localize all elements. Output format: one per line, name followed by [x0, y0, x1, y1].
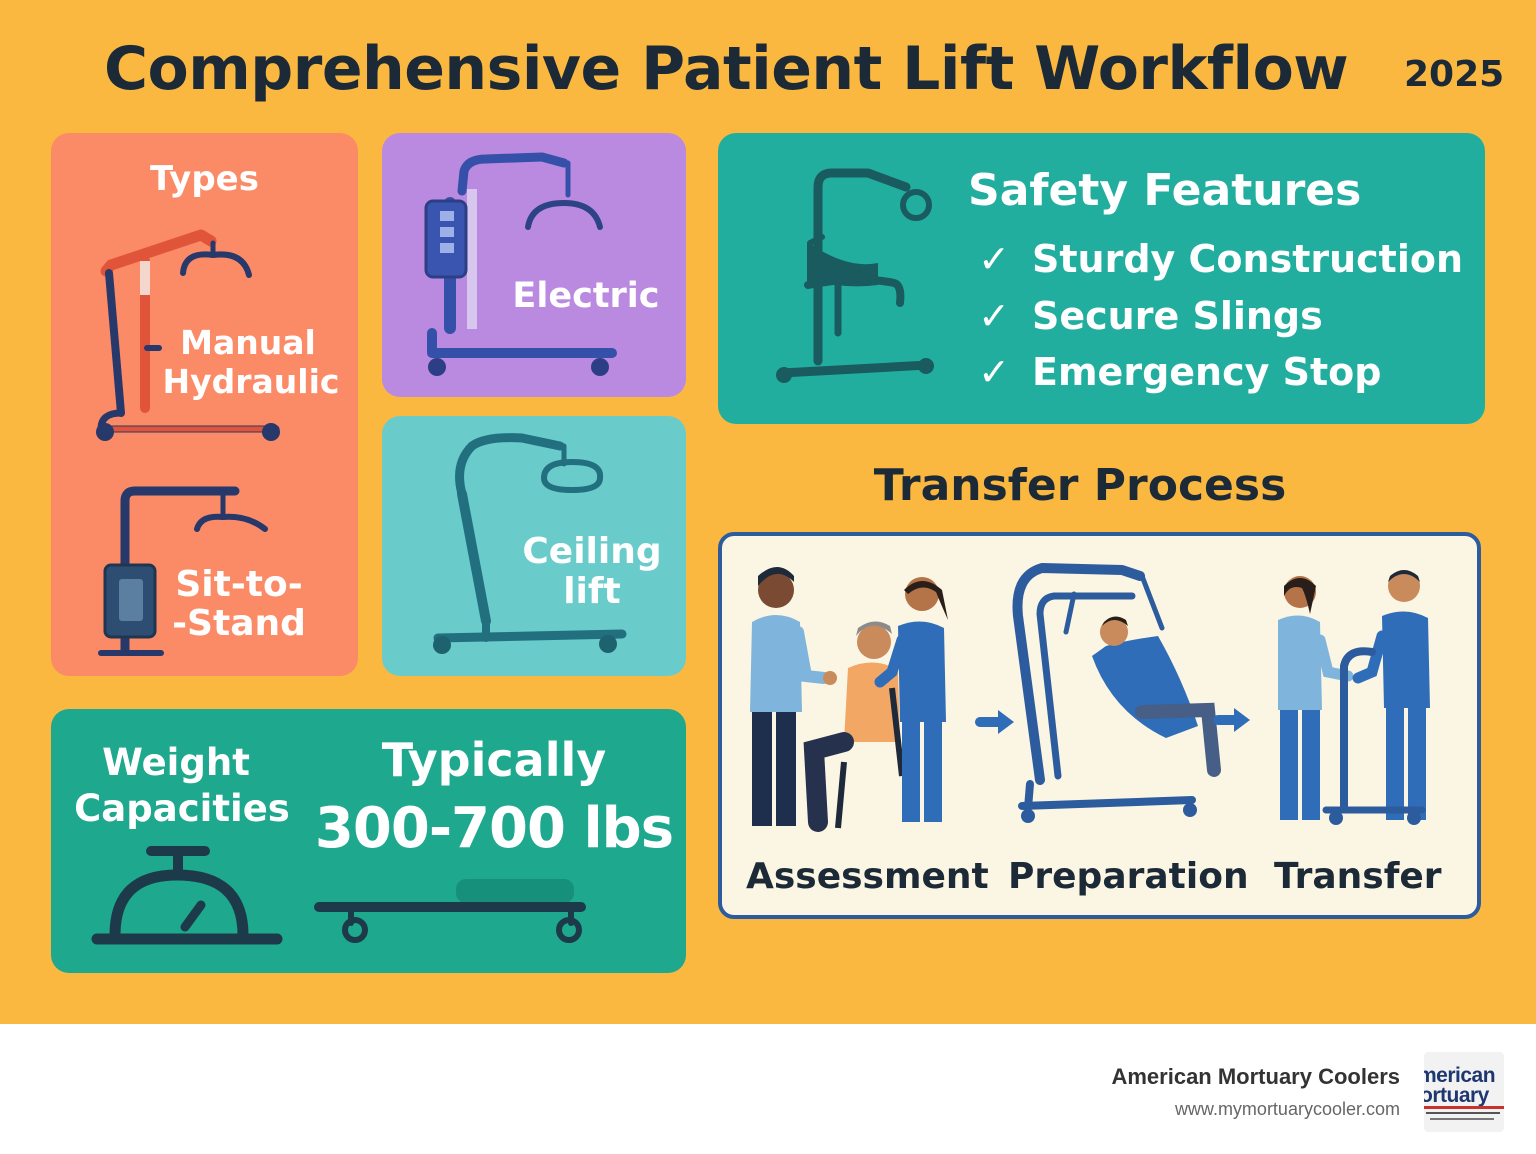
weight-capacities-card: Weight Capacities Typically 300-700 lbs [51, 709, 686, 973]
logo-rule [1430, 1118, 1494, 1120]
year-label: 2025 [1404, 54, 1505, 95]
safety-lift-icon [776, 168, 934, 383]
caregiver-pair-icon [1278, 570, 1430, 820]
logo-rule [1426, 1112, 1500, 1114]
safety-heading: Safety Features [968, 165, 1362, 216]
manual-label: Manual [180, 323, 316, 362]
stand-aid-icon [1322, 647, 1426, 814]
electric-card: Electric [382, 133, 686, 397]
logo-text-line2: ortuary [1424, 1084, 1489, 1107]
weight-label: Weight [102, 741, 250, 784]
company-url[interactable]: www.mymortuarycooler.com [1174, 1099, 1400, 1119]
scale-icon [91, 846, 283, 945]
safety-features-card: Safety Features [718, 133, 1485, 424]
logo-rule [1424, 1106, 1504, 1109]
transfer-process-title: Transfer Process [873, 460, 1287, 511]
step-preparation-label: Preparation [1008, 856, 1249, 897]
safety-item-slings: ✓ Secure Slings [972, 294, 1323, 338]
check-icon: ✓ [978, 294, 1010, 338]
check-icon: ✓ [978, 350, 1010, 394]
hydraulic-label: Hydraulic [162, 362, 340, 401]
sit-to-label: Sit-to- [175, 564, 303, 605]
seated-patient-icon [803, 621, 905, 832]
logo-text-line1: merican [1424, 1064, 1496, 1087]
nurse-figure-icon [874, 577, 948, 822]
lift-label: lift [563, 571, 621, 612]
page-title: Comprehensive Patient Lift Workflow [104, 34, 1349, 104]
check-icon: ✓ [978, 237, 1010, 281]
arrow-head-icon [998, 710, 1014, 734]
step-transfer-label: Transfer [1274, 856, 1442, 897]
ceiling-label: Ceiling [522, 531, 662, 572]
manual-hydraulic-lift-icon [96, 229, 280, 441]
ceiling-card: Ceiling lift [382, 416, 686, 676]
sling-lift-icon [1012, 563, 1196, 812]
sit-to-stand-lift-icon [98, 486, 268, 656]
stretcher-icon [314, 879, 586, 943]
safety-item-emergency: ✓ Emergency Stop [972, 350, 1381, 394]
company-name: American Mortuary Coolers [1111, 1064, 1400, 1089]
electric-lift-icon [424, 152, 617, 376]
step-assessment-label: Assessment [746, 856, 989, 897]
weight-range-value: 300-700 lbs [314, 796, 674, 861]
stand-label: -Stand [172, 603, 306, 644]
safety-item-label: Emergency Stop [1032, 350, 1382, 394]
transfer-illustration [750, 563, 1430, 832]
company-logo: merican ortuary [1424, 1052, 1504, 1132]
safety-item-sturdy: ✓ Sturdy Construction [972, 237, 1463, 281]
typically-label: Typically [381, 733, 607, 787]
types-card: Types Manual Hydraulic [51, 133, 358, 676]
capacities-label: Capacities [74, 787, 290, 830]
electric-label: Electric [512, 276, 660, 316]
safety-item-label: Secure Slings [1032, 294, 1323, 338]
ceiling-lift-icon [433, 433, 627, 654]
transfer-process-panel [718, 532, 1481, 919]
arrow-head-icon [1234, 708, 1250, 732]
types-heading: Types [150, 159, 259, 199]
infographic-poster: Comprehensive Patient Lift Workflow 2025… [0, 0, 1536, 1024]
caregiver-figure-icon [750, 567, 837, 826]
safety-item-label: Sturdy Construction [1032, 237, 1464, 281]
